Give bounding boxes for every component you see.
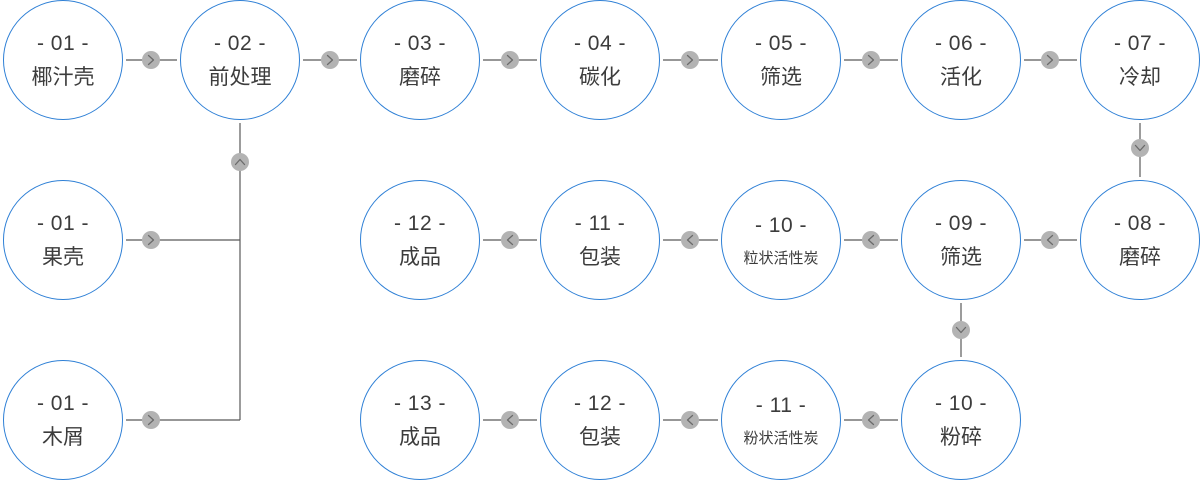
process-node-磨碎[interactable]: - 08 - 磨碎 — [1080, 180, 1200, 300]
process-node-活化[interactable]: - 06 - 活化 — [901, 0, 1021, 120]
node-label: 磨碎 — [399, 65, 441, 89]
process-node-碳化[interactable]: - 04 - 碳化 — [540, 0, 660, 120]
node-number: - 01 - — [36, 211, 89, 235]
node-label: 成品 — [399, 425, 441, 449]
node-number: - 13 - — [393, 391, 446, 415]
conn-08-to-09-arrow-icon — [1041, 231, 1059, 249]
process-node-粉状活性炭[interactable]: - 11 - 粉状活性炭 — [721, 360, 841, 480]
node-number: - 01 - — [36, 391, 89, 415]
process-node-椰汁壳[interactable]: - 01 - 椰汁壳 — [3, 0, 123, 120]
node-number: - 11 - — [755, 393, 807, 417]
process-node-成品[interactable]: - 13 - 成品 — [360, 360, 480, 480]
node-label: 果壳 — [42, 245, 84, 269]
node-label: 冷却 — [1119, 65, 1161, 89]
node-number: - 11 - — [574, 211, 626, 235]
process-node-筛选[interactable]: - 09 - 筛选 — [901, 180, 1021, 300]
process-node-前处理[interactable]: - 02 - 前处理 — [180, 0, 300, 120]
node-number: - 04 - — [573, 31, 626, 55]
conn-12-to-13-arrow-icon — [501, 411, 519, 429]
node-number: - 12 - — [573, 391, 626, 415]
node-label: 成品 — [399, 245, 441, 269]
conn-03-to-04-arrow-icon — [501, 51, 519, 69]
node-label: 筛选 — [760, 65, 802, 89]
process-node-粒状活性炭[interactable]: - 10 - 粒状活性炭 — [721, 180, 841, 300]
node-label: 粉状活性炭 — [743, 429, 819, 447]
conn-10p-to-11-arrow-icon — [862, 411, 880, 429]
node-number: - 01 - — [36, 31, 89, 55]
node-label: 前处理 — [208, 65, 272, 89]
conn-muxie-arrow-icon — [142, 411, 160, 429]
node-number: - 12 - — [393, 211, 446, 235]
conn-11-to-12-arrow-icon — [501, 231, 519, 249]
conn-11-to-12b-arrow-icon — [681, 411, 699, 429]
conn-09-to-10g-arrow-icon — [862, 231, 880, 249]
conn-05-to-06-arrow-icon — [862, 51, 880, 69]
process-node-包装[interactable]: - 12 - 包装 — [540, 360, 660, 480]
node-label: 粒状活性炭 — [743, 249, 819, 267]
process-node-木屑[interactable]: - 01 - 木屑 — [3, 360, 123, 480]
conn-10g-to-11-arrow-icon — [681, 231, 699, 249]
node-label: 木屑 — [42, 425, 84, 449]
node-number: - 02 - — [213, 31, 266, 55]
process-node-磨碎[interactable]: - 03 - 磨碎 — [360, 0, 480, 120]
node-number: - 06 - — [934, 31, 987, 55]
node-number: - 08 - — [1113, 211, 1166, 235]
node-label: 活化 — [940, 65, 982, 89]
conn-06-to-07-arrow-icon — [1041, 51, 1059, 69]
process-node-成品[interactable]: - 12 - 成品 — [360, 180, 480, 300]
node-number: - 09 - — [934, 211, 987, 235]
node-label: 包装 — [579, 245, 621, 269]
process-node-果壳[interactable]: - 01 - 果壳 — [3, 180, 123, 300]
node-label: 椰汁壳 — [31, 65, 95, 89]
node-number: - 05 - — [754, 31, 807, 55]
conn-02-to-03-arrow-icon — [321, 51, 339, 69]
conn-09-to-10p-arrow-icon — [952, 321, 970, 339]
node-number: - 10 - — [934, 391, 987, 415]
node-label: 粉碎 — [940, 425, 982, 449]
node-label: 包装 — [579, 425, 621, 449]
process-node-粉碎[interactable]: - 10 - 粉碎 — [901, 360, 1021, 480]
process-node-包装[interactable]: - 11 - 包装 — [540, 180, 660, 300]
conn-guoke-arrow-icon — [142, 231, 160, 249]
node-number: - 10 - — [754, 213, 807, 237]
conn-feed-join-arrow-icon — [231, 153, 249, 171]
node-number: - 07 - — [1113, 31, 1166, 55]
conn-04-to-05-arrow-icon — [681, 51, 699, 69]
process-node-筛选[interactable]: - 05 - 筛选 — [721, 0, 841, 120]
conn-01-to-02-arrow-icon — [142, 51, 160, 69]
node-number: - 03 - — [393, 31, 446, 55]
node-label: 筛选 — [940, 245, 982, 269]
conn-07-to-08-arrow-icon — [1131, 139, 1149, 157]
node-label: 碳化 — [579, 65, 621, 89]
process-node-冷却[interactable]: - 07 - 冷却 — [1080, 0, 1200, 120]
node-label: 磨碎 — [1119, 245, 1161, 269]
